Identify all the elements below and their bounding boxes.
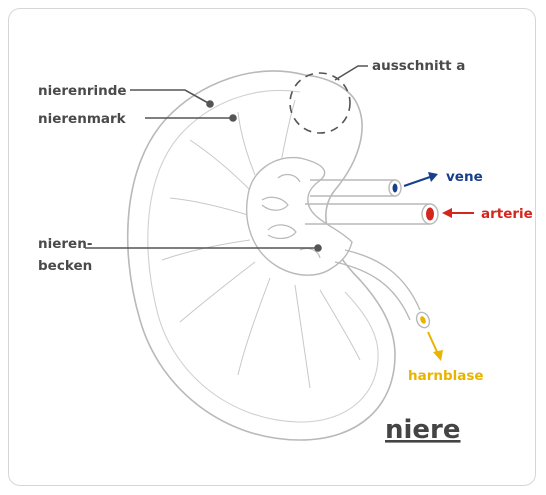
kidney-outline bbox=[128, 71, 395, 440]
artery-vessel bbox=[305, 204, 438, 224]
label-vene: vene bbox=[446, 169, 483, 185]
harnblase-arrow bbox=[428, 332, 443, 361]
diagram-title: niere bbox=[385, 415, 461, 445]
label-arterie: arterie bbox=[481, 206, 533, 222]
label-harnblase: harnblase bbox=[408, 368, 484, 384]
label-nierenrinde: nierenrinde bbox=[38, 83, 127, 99]
ureter-vessel bbox=[335, 250, 432, 330]
arterie-arrow bbox=[442, 208, 474, 218]
artery-lumen bbox=[426, 208, 434, 221]
label-ausschnitt: ausschnitt a bbox=[372, 58, 465, 74]
vein-vessel bbox=[310, 180, 401, 196]
leader-ausschnitt bbox=[335, 66, 368, 80]
renal-pelvis bbox=[247, 158, 352, 276]
vene-arrow bbox=[404, 172, 438, 186]
label-nierenbecken-2: becken bbox=[38, 258, 92, 274]
ausschnitt-circle bbox=[290, 73, 350, 133]
label-nierenbecken-1: nieren- bbox=[38, 236, 92, 252]
label-nierenmark: nierenmark bbox=[38, 111, 127, 127]
vein-lumen bbox=[393, 184, 398, 193]
